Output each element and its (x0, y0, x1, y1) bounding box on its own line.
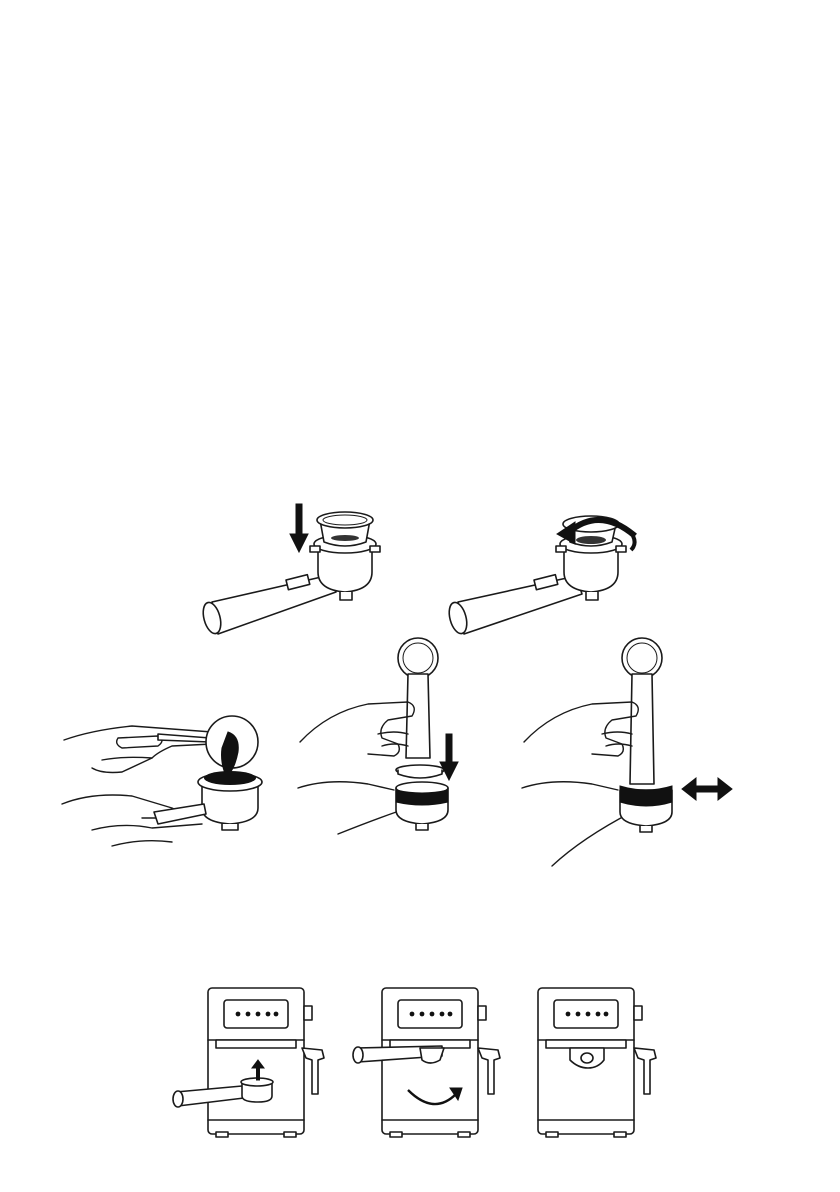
figure-level-coffee (522, 638, 702, 868)
up-arrow-icon (252, 1060, 264, 1080)
rotate-arrow-icon (555, 512, 645, 552)
figure-machine-locked (530, 984, 670, 1140)
double-arrow-icon (682, 778, 732, 800)
figure-machine-rotate-handle (352, 984, 512, 1140)
figure-fill-coffee (62, 712, 282, 852)
down-arrow-icon (440, 734, 458, 780)
curved-arrow-icon (404, 1080, 466, 1112)
down-arrow-icon (290, 504, 308, 552)
